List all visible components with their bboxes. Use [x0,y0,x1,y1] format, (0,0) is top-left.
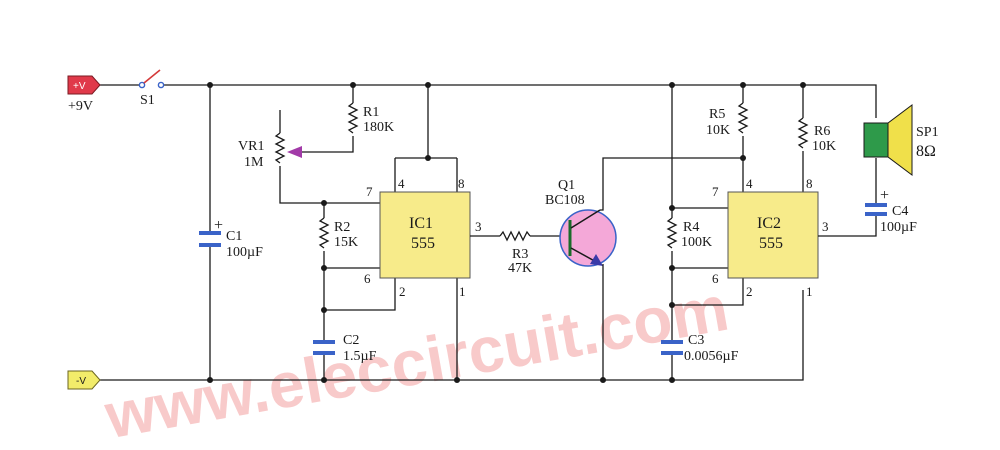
vr1-name: VR1 [238,139,264,154]
ic1-pin-2: 2 [399,284,406,299]
c4-plus-sign: + [880,187,889,204]
ic2-555-timer [727,191,819,279]
junction-dots [207,82,806,383]
pos-terminal-tag: +V [73,81,86,92]
c2-name: C2 [343,333,359,348]
r5-resistor [737,102,749,134]
r3-name: R3 [512,247,528,262]
ic2-pin-3: 3 [822,219,829,234]
negative-terminal: -V [67,370,101,390]
ic1-name: IC1 [409,215,433,232]
vr1-value: 1M [244,155,264,170]
c1-plus-sign: + [214,217,223,234]
c1-value: 100µF [226,245,263,260]
ic2-pin-6: 6 [712,271,719,286]
r4-name: R4 [683,220,699,235]
c4-capacitor [865,203,887,207]
c2-capacitor [313,340,335,344]
ic1-555-timer [379,191,471,279]
ic2-pin-4: 4 [746,176,753,191]
q1-value: BC108 [545,193,585,208]
sp1-name: SP1 [916,125,939,140]
ic1-pin-4: 4 [398,176,405,191]
ic2-pin-8: 8 [806,176,813,191]
c4-name: C4 [892,204,908,219]
sp1-value: 8Ω [916,143,936,160]
r5-name: R5 [709,107,725,122]
positive-terminal: +V [67,75,101,95]
ic1-value: 555 [411,235,435,252]
r3-value: 47K [508,261,532,276]
c2-value: 1.5µF [343,349,377,364]
ic1-pin-1: 1 [459,284,466,299]
c4-value: 100µF [880,220,917,235]
r6-name: R6 [814,124,830,139]
r1-resistor [347,102,359,134]
speaker-icon [863,104,913,176]
c3-value: 0.0056µF [684,349,739,364]
c1-capacitor [199,231,221,235]
ic2-value: 555 [759,235,783,252]
ic1-pin-8: 8 [458,176,465,191]
switch-s1 [138,69,165,89]
r2-name: R2 [334,220,350,235]
ic2-pin-1: 1 [806,284,813,299]
c3-capacitor [661,340,683,344]
r2-value: 15K [334,235,358,250]
r4-value: 100K [681,235,712,250]
r6-value: 10K [812,139,836,154]
switch-s1-label: S1 [140,93,155,108]
q1-transistor [559,209,617,267]
r3-resistor [499,230,531,242]
q1-name: Q1 [558,178,575,193]
r4-resistor [666,217,678,249]
c1-name: C1 [226,229,242,244]
vr1-wiper-arrow [287,146,302,158]
r1-name: R1 [363,105,379,120]
watermark-text: www.eleccircuit.com [99,272,734,450]
r1-value: 180K [363,120,394,135]
ic1-pin-3: 3 [475,219,482,234]
r6-resistor [797,117,809,149]
r2-resistor [318,217,330,249]
r5-value: 10K [706,123,730,138]
neg-terminal-tag: -V [76,376,86,387]
ic2-name: IC2 [757,215,781,232]
c3-name: C3 [688,333,704,348]
ic2-pin-2: 2 [746,284,753,299]
vr1-potentiometer [274,132,286,164]
ic1-pin-7: 7 [366,184,373,199]
ic1-pin-6: 6 [364,271,371,286]
ic2-pin-7: 7 [712,184,719,199]
pos-supply-label: +9V [68,99,93,114]
